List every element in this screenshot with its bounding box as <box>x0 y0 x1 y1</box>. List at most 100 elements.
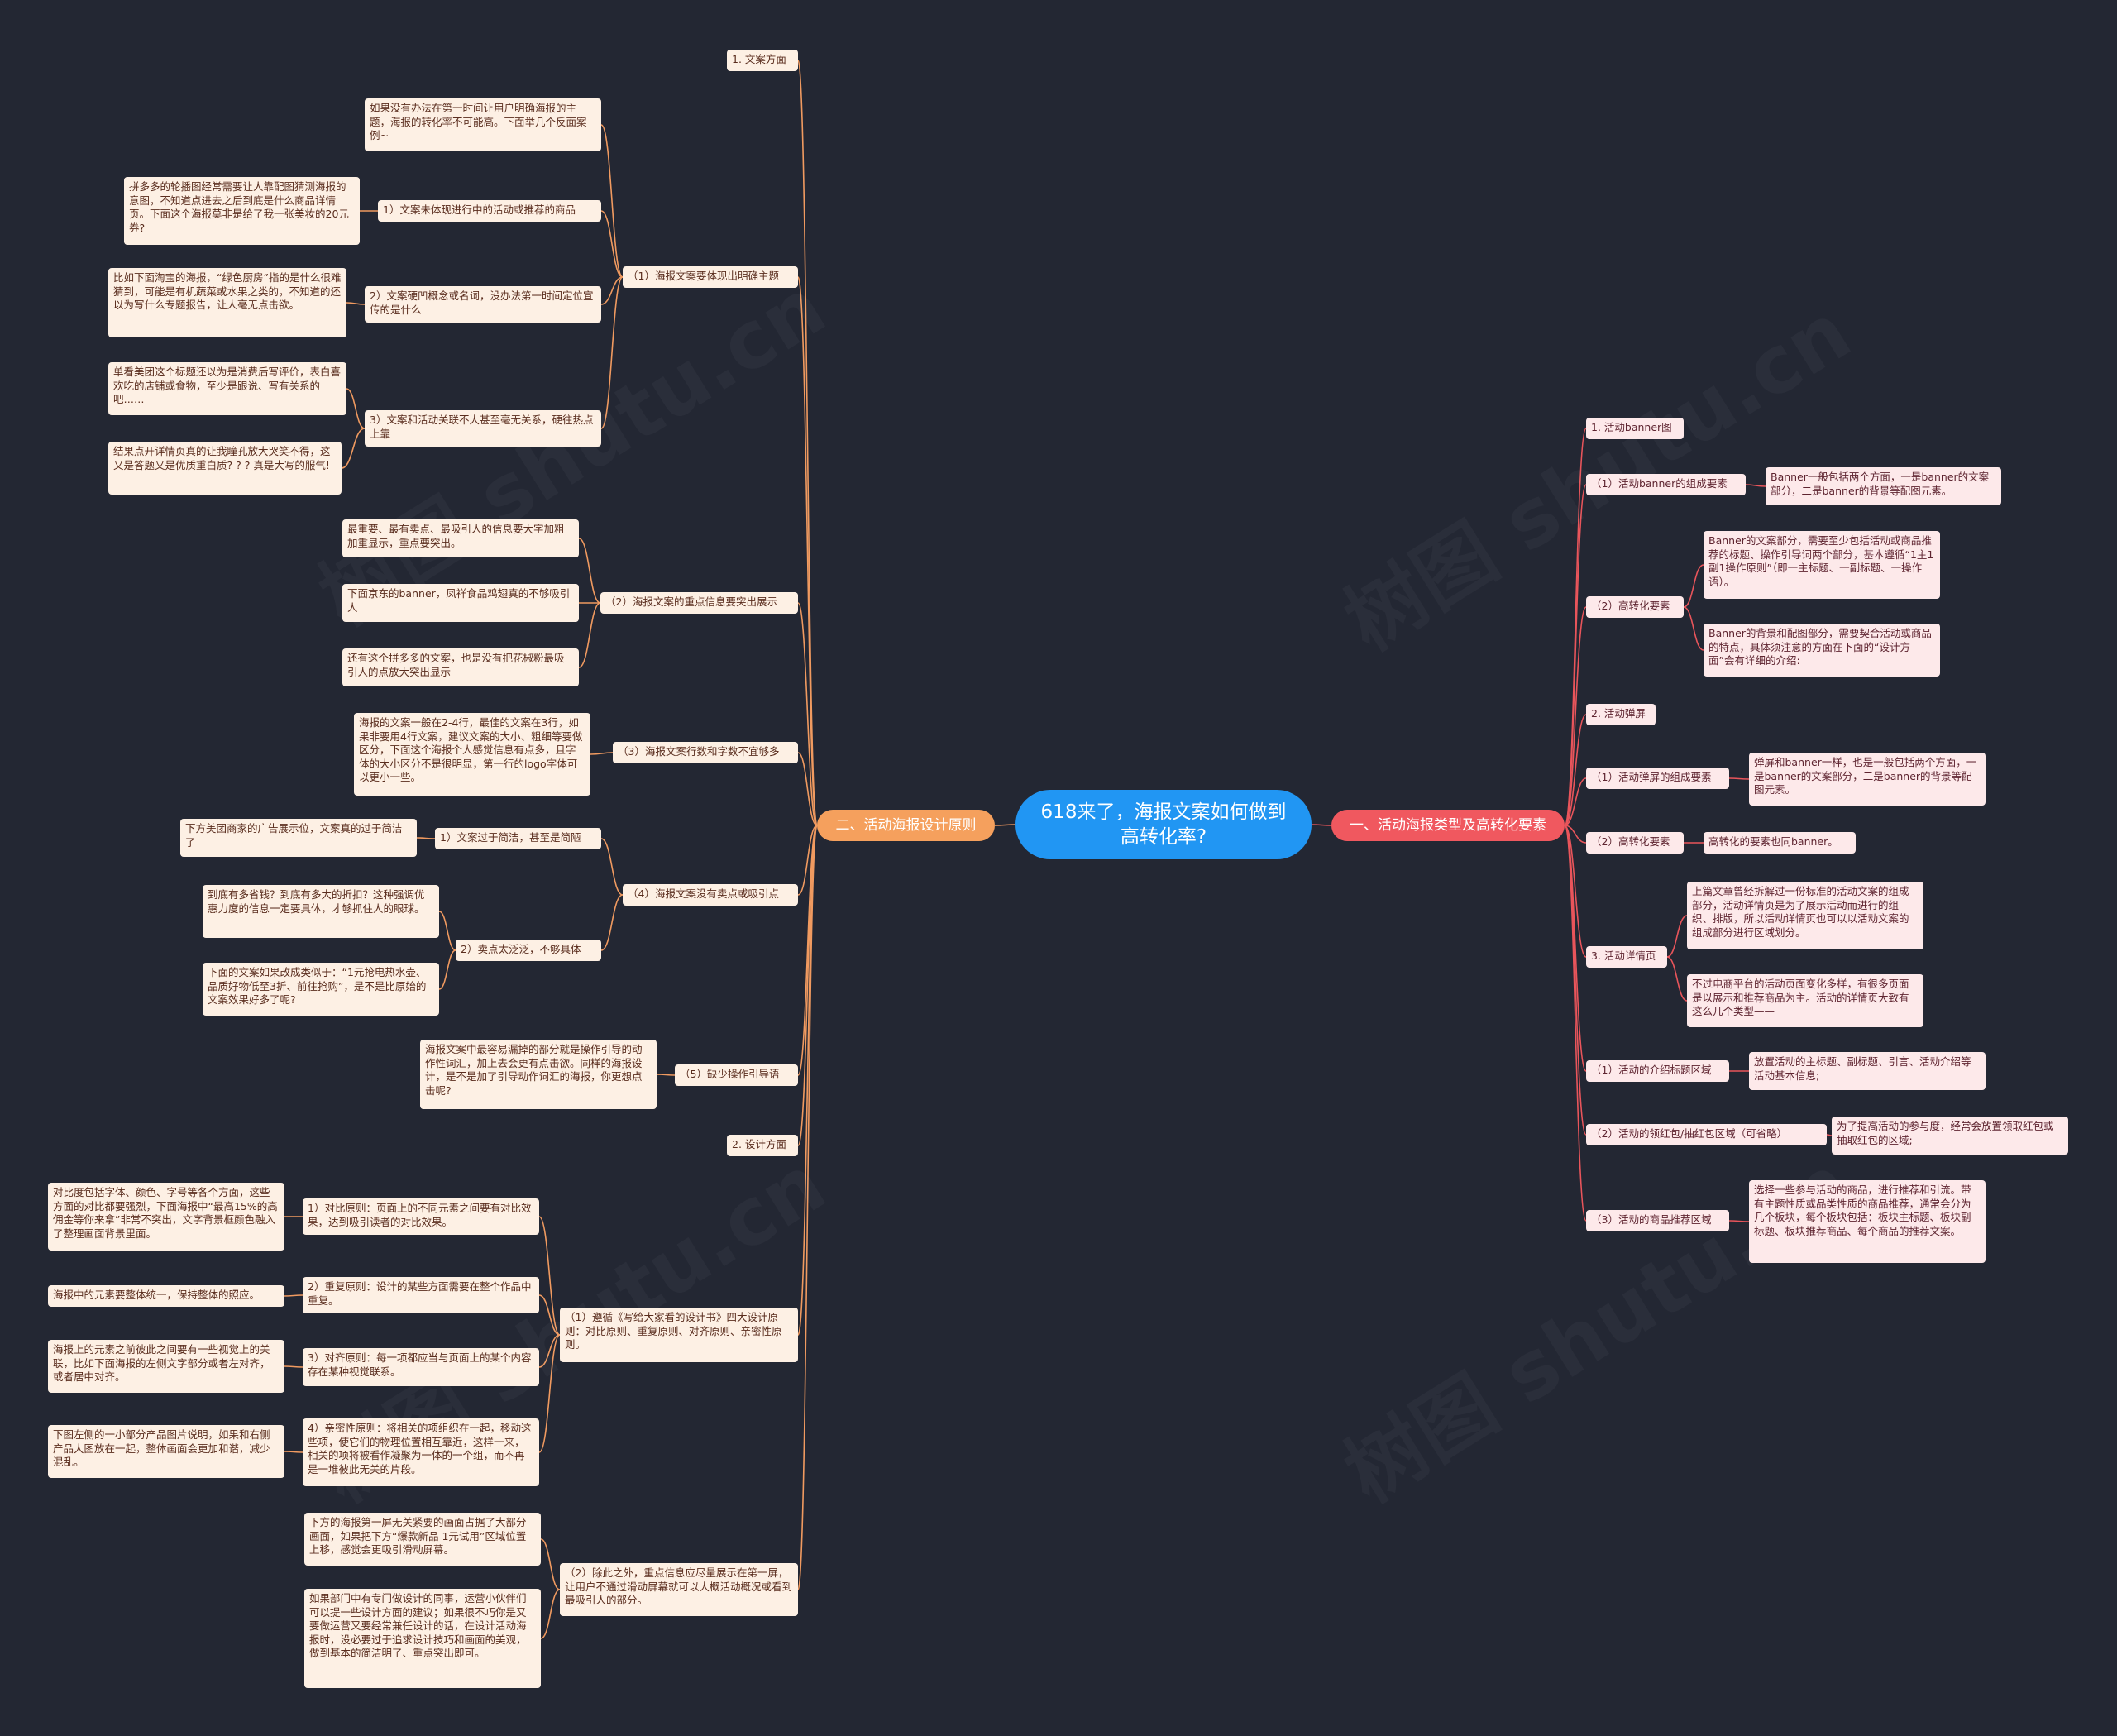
connector-L2a3x <box>284 1365 303 1368</box>
topic-unrelated-hotspot[interactable]: 3）文案和活动关联不大甚至毫无关系，硬往热点上靠 <box>365 410 601 447</box>
note-popup-components[interactable]: 弹屏和banner一样，也是一般包括两个方面，一是banner的文案部分，二是b… <box>1749 753 1986 806</box>
topic-clear-theme[interactable]: （1）海报文案要体现出明确主题 <box>623 266 798 288</box>
note-taobao-green-kitchen[interactable]: 比如下面淘宝的海报，“绿色厨房”指的是什么很难猜到，可能是有机蔬菜或水果之类的，… <box>108 268 346 337</box>
note-banner-components[interactable]: Banner一般包括两个方面，一是banner的文案部分，二是banner的背景… <box>1766 467 2001 505</box>
connector-L2a2x <box>284 1294 303 1297</box>
note-lines-2-4[interactable]: 海报的文案一般在2-4行，最佳的文案在3行，如果非要用4行文案，建议文案的大小、… <box>354 713 590 796</box>
topic-popup[interactable]: 2. 活动弹屏 <box>1586 704 1656 725</box>
connector-L2a <box>797 825 818 1336</box>
note-design-advice[interactable]: 如果部门中有专门做设计的同事，运营小伙伴们可以提一些设计方面的建议；如果很不巧你… <box>304 1589 541 1688</box>
note-jd-banner[interactable]: 下面京东的banner，凤祥食品鸡翅真的不够吸引人 <box>342 584 579 622</box>
topic-popup-components[interactable]: （1）活动弹屏的组成要素 <box>1586 768 1729 789</box>
topic-vague-points[interactable]: 2）卖点太泛泛，不够具体 <box>456 940 601 961</box>
topic-line-count[interactable]: （3）海报文案行数和字数不宜够多 <box>613 742 798 763</box>
note-rewrite-example[interactable]: 下面的文案如果改成类似于：“1元抢电热水壶、品质好物低至3折、前往抢购”，是不是… <box>203 963 439 1016</box>
connector-R3c1 <box>1728 1220 1750 1222</box>
connector-L2a4x <box>284 1451 303 1453</box>
topic-intro-title-area[interactable]: （1）活动的介绍标题区域 <box>1586 1060 1729 1082</box>
note-first-screen-example[interactable]: 下方的海报第一屏无关紧要的画面占据了大部分画面，如果把下方“爆款新品 1元试用”… <box>304 1513 541 1566</box>
connector-L1a0 <box>600 124 624 278</box>
note-meituan-ad[interactable]: 下方美团商家的广告展示位，文案真的过于简洁了 <box>180 819 417 857</box>
topic-missing-cta[interactable]: （5）缺少操作引导语 <box>675 1064 798 1086</box>
topic-first-screen[interactable]: （2）除此之外，重点信息应尽量展示在第一屏，让用户不通过滑动屏幕就可以大概活动概… <box>560 1563 798 1616</box>
note-pinduoduo-banner[interactable]: 拼多多的轮播图经常需要让人靠配图猜测海报的意图，不知道点进去之后到底是什么商品详… <box>124 177 360 245</box>
note-detail-page-layout[interactable]: 上篇文章曾经拆解过一份标准的活动文案的组成部分，活动详情页是为了展示活动而进行的… <box>1687 882 1923 949</box>
branch-poster-types[interactable]: 一、活动海报类型及高转化要素 <box>1331 810 1565 841</box>
note-banner-copy[interactable]: Banner的文案部分，需要至少包括活动或商品推荐的标题、操作引导词两个部分，基… <box>1704 531 1940 599</box>
note-repetition-detail[interactable]: 海报中的元素要整体统一，保持整体的照应。 <box>48 1285 284 1307</box>
topic-repetition-principle[interactable]: 2）重复原则：设计的某些方面需要在整个作品中重复。 <box>303 1277 539 1313</box>
connector-R1b1 <box>1683 564 1704 608</box>
connector-L1a2 <box>600 276 624 305</box>
note-product-area[interactable]: 选择一些参与活动的商品，进行推荐和引流。带有主题性质或品类性质的商品推荐，通常会… <box>1749 1180 1986 1263</box>
connector-R1b2 <box>1683 606 1704 651</box>
topic-no-selling-point[interactable]: （4）海报文案没有卖点或吸引点 <box>623 884 798 906</box>
topic-banner-conversion[interactable]: （2）高转化要素 <box>1586 596 1684 618</box>
connector-L2b1 <box>540 1538 561 1590</box>
topic-four-principles[interactable]: （1）遵循《写给大家看的设计书》四大设计原则：对比原则、重复原则、对齐原则、亲密… <box>560 1308 798 1362</box>
note-meituan-title[interactable]: 单看美团这个标题还以为是消费后写评价，表白喜欢吃的店铺或食物，至少是跟说、写有关… <box>108 362 346 415</box>
note-popup-conversion[interactable]: 高转化的要素也同banner。 <box>1704 832 1856 854</box>
topic-forced-concept[interactable]: 2）文案硬凹概念或名词，没办法第一时间定位宣传的是什么 <box>365 286 601 323</box>
branch-design-principles[interactable]: 二、活动海报设计原则 <box>817 810 995 841</box>
note-red-packet-area[interactable]: 为了提高活动的参与度，经常会放置领取红包或抽取红包的区域; <box>1832 1117 2068 1155</box>
connector-L2a3 <box>538 1334 561 1368</box>
topic-detail-page[interactable]: 3. 活动详情页 <box>1586 946 1667 968</box>
connector-L1c <box>797 752 818 826</box>
connector-R3y <box>1666 956 1688 1002</box>
connector-L1d1 <box>600 838 624 896</box>
connector-R2 <box>1564 714 1587 826</box>
topic-no-activity-shown[interactable]: 1）文案未体现进行中的活动或推荐的商品 <box>378 200 601 222</box>
topic-proximity-principle[interactable]: 4）亲密性原则：将相关的项组织在一起，移动这些项，使它们的物理位置相互靠近，这样… <box>303 1418 539 1486</box>
connector-L1a2x <box>346 302 366 305</box>
note-intro-title-area[interactable]: 放置活动的主标题、副标题、引言、活动介绍等活动基本信息; <box>1749 1052 1986 1090</box>
note-banner-background[interactable]: Banner的背景和配图部分，需要契合活动或商品的特点，具体须注意的方面在下面的… <box>1704 624 1940 677</box>
topic-red-packet-area[interactable]: （2）活动的领红包/抽红包区域（可省略） <box>1586 1124 1827 1145</box>
note-pinduoduo-pepper[interactable]: 还有这个拼多多的文案，也是没有把花椒粉最吸引人的点放大突出显示 <box>342 648 579 686</box>
connector-R3c <box>1564 825 1587 1222</box>
topic-design[interactable]: 2. 设计方面 <box>727 1135 798 1156</box>
central-topic[interactable]: 618来了，海报文案如何做到高转化率? <box>1015 790 1312 859</box>
topic-contrast-principle[interactable]: 1）对比原则：页面上的不同元素之间要有对比效果，达到吸引读者的对比效果。 <box>303 1198 539 1235</box>
connector-L1b <box>797 602 818 826</box>
connector-R3 <box>1564 825 1587 958</box>
note-detail-page-types[interactable]: 不过电商平台的活动页面变化多样，有很多页面是以展示和推荐商品为主。活动的详情页大… <box>1687 974 1923 1027</box>
connector-R2a1 <box>1728 777 1750 780</box>
connector-L2b2 <box>540 1589 561 1639</box>
note-action-words[interactable]: 海报文案中最容易漏掉的部分就是操作引导的动作性词汇，加上去会更有点击欲。同样的海… <box>420 1040 657 1109</box>
topic-banner-components[interactable]: （1）活动banner的组成要素 <box>1586 474 1746 495</box>
topic-banner[interactable]: 1. 活动banner图 <box>1586 418 1684 439</box>
connector-L1d2x <box>438 911 456 951</box>
connector-L1a3x <box>346 388 366 429</box>
connector-L1d <box>797 825 818 896</box>
note-contrast-detail[interactable]: 对比度包括字体、颜色、字号等各个方面，这些方面的对比都要强烈，下面海报中“最高1… <box>48 1183 284 1251</box>
connector-L1b1 <box>578 538 601 604</box>
topic-product-area[interactable]: （3）活动的商品推荐区域 <box>1586 1210 1729 1231</box>
connector-L1b3 <box>578 602 601 668</box>
connector-L2a2 <box>538 1294 561 1336</box>
connector-L2 <box>797 825 818 1146</box>
note-discount-specific[interactable]: 到底有多省钱？到底有多大的折扣？这种强调优惠力度的信息一定要具体，才够抓住人的眼… <box>203 885 439 938</box>
connector-R1a <box>1564 484 1587 826</box>
note-alignment-detail[interactable]: 海报上的元素之前彼此之间要有一些视觉上的关联，比如下面海报的左侧文字部分或者左对… <box>48 1340 284 1393</box>
note-meituan-detail[interactable]: 结果点开详情页真的让我瞳孔放大哭笑不得，这又是答题又是优质重白质? ? ? 真是… <box>108 442 342 495</box>
note-key-info-bold[interactable]: 最重要、最有卖点、最吸引人的信息要大字加粗加重显示，重点要突出。 <box>342 519 579 557</box>
note-proximity-detail[interactable]: 下图左侧的一小部分产品图片说明，如果和右侧产品大图放在一起，整体画面会更加和谐，… <box>48 1425 284 1478</box>
topic-too-brief[interactable]: 1）文案过于简洁，甚至是简陋 <box>435 828 601 849</box>
topic-popup-conversion[interactable]: （2）高转化要素 <box>1586 832 1684 854</box>
topic-alignment-principle[interactable]: 3）对齐原则：每一项都应当与页面上的某个内容存在某种视觉联系。 <box>303 1348 539 1386</box>
connector-R1a1 <box>1745 484 1766 487</box>
connector-L1c1 <box>590 752 614 755</box>
topic-highlight-key-info[interactable]: （2）海报文案的重点信息要突出展示 <box>600 592 798 614</box>
connector-L1a1 <box>600 210 624 278</box>
note-theme-intro[interactable]: 如果没有办法在第一时间让用户明确海报的主题，海报的转化率不可能高。下面举几个反面… <box>365 98 601 151</box>
connector-R2a <box>1564 777 1587 826</box>
connector-L2b <box>797 825 818 1590</box>
connector-R2b <box>1564 825 1587 844</box>
connector-L2a4 <box>538 1334 561 1453</box>
connector-L1a3 <box>600 276 624 429</box>
connector-L1d2y <box>438 949 456 990</box>
connector-R3x <box>1666 915 1688 958</box>
topic-copywriting[interactable]: 1. 文案方面 <box>727 50 798 71</box>
